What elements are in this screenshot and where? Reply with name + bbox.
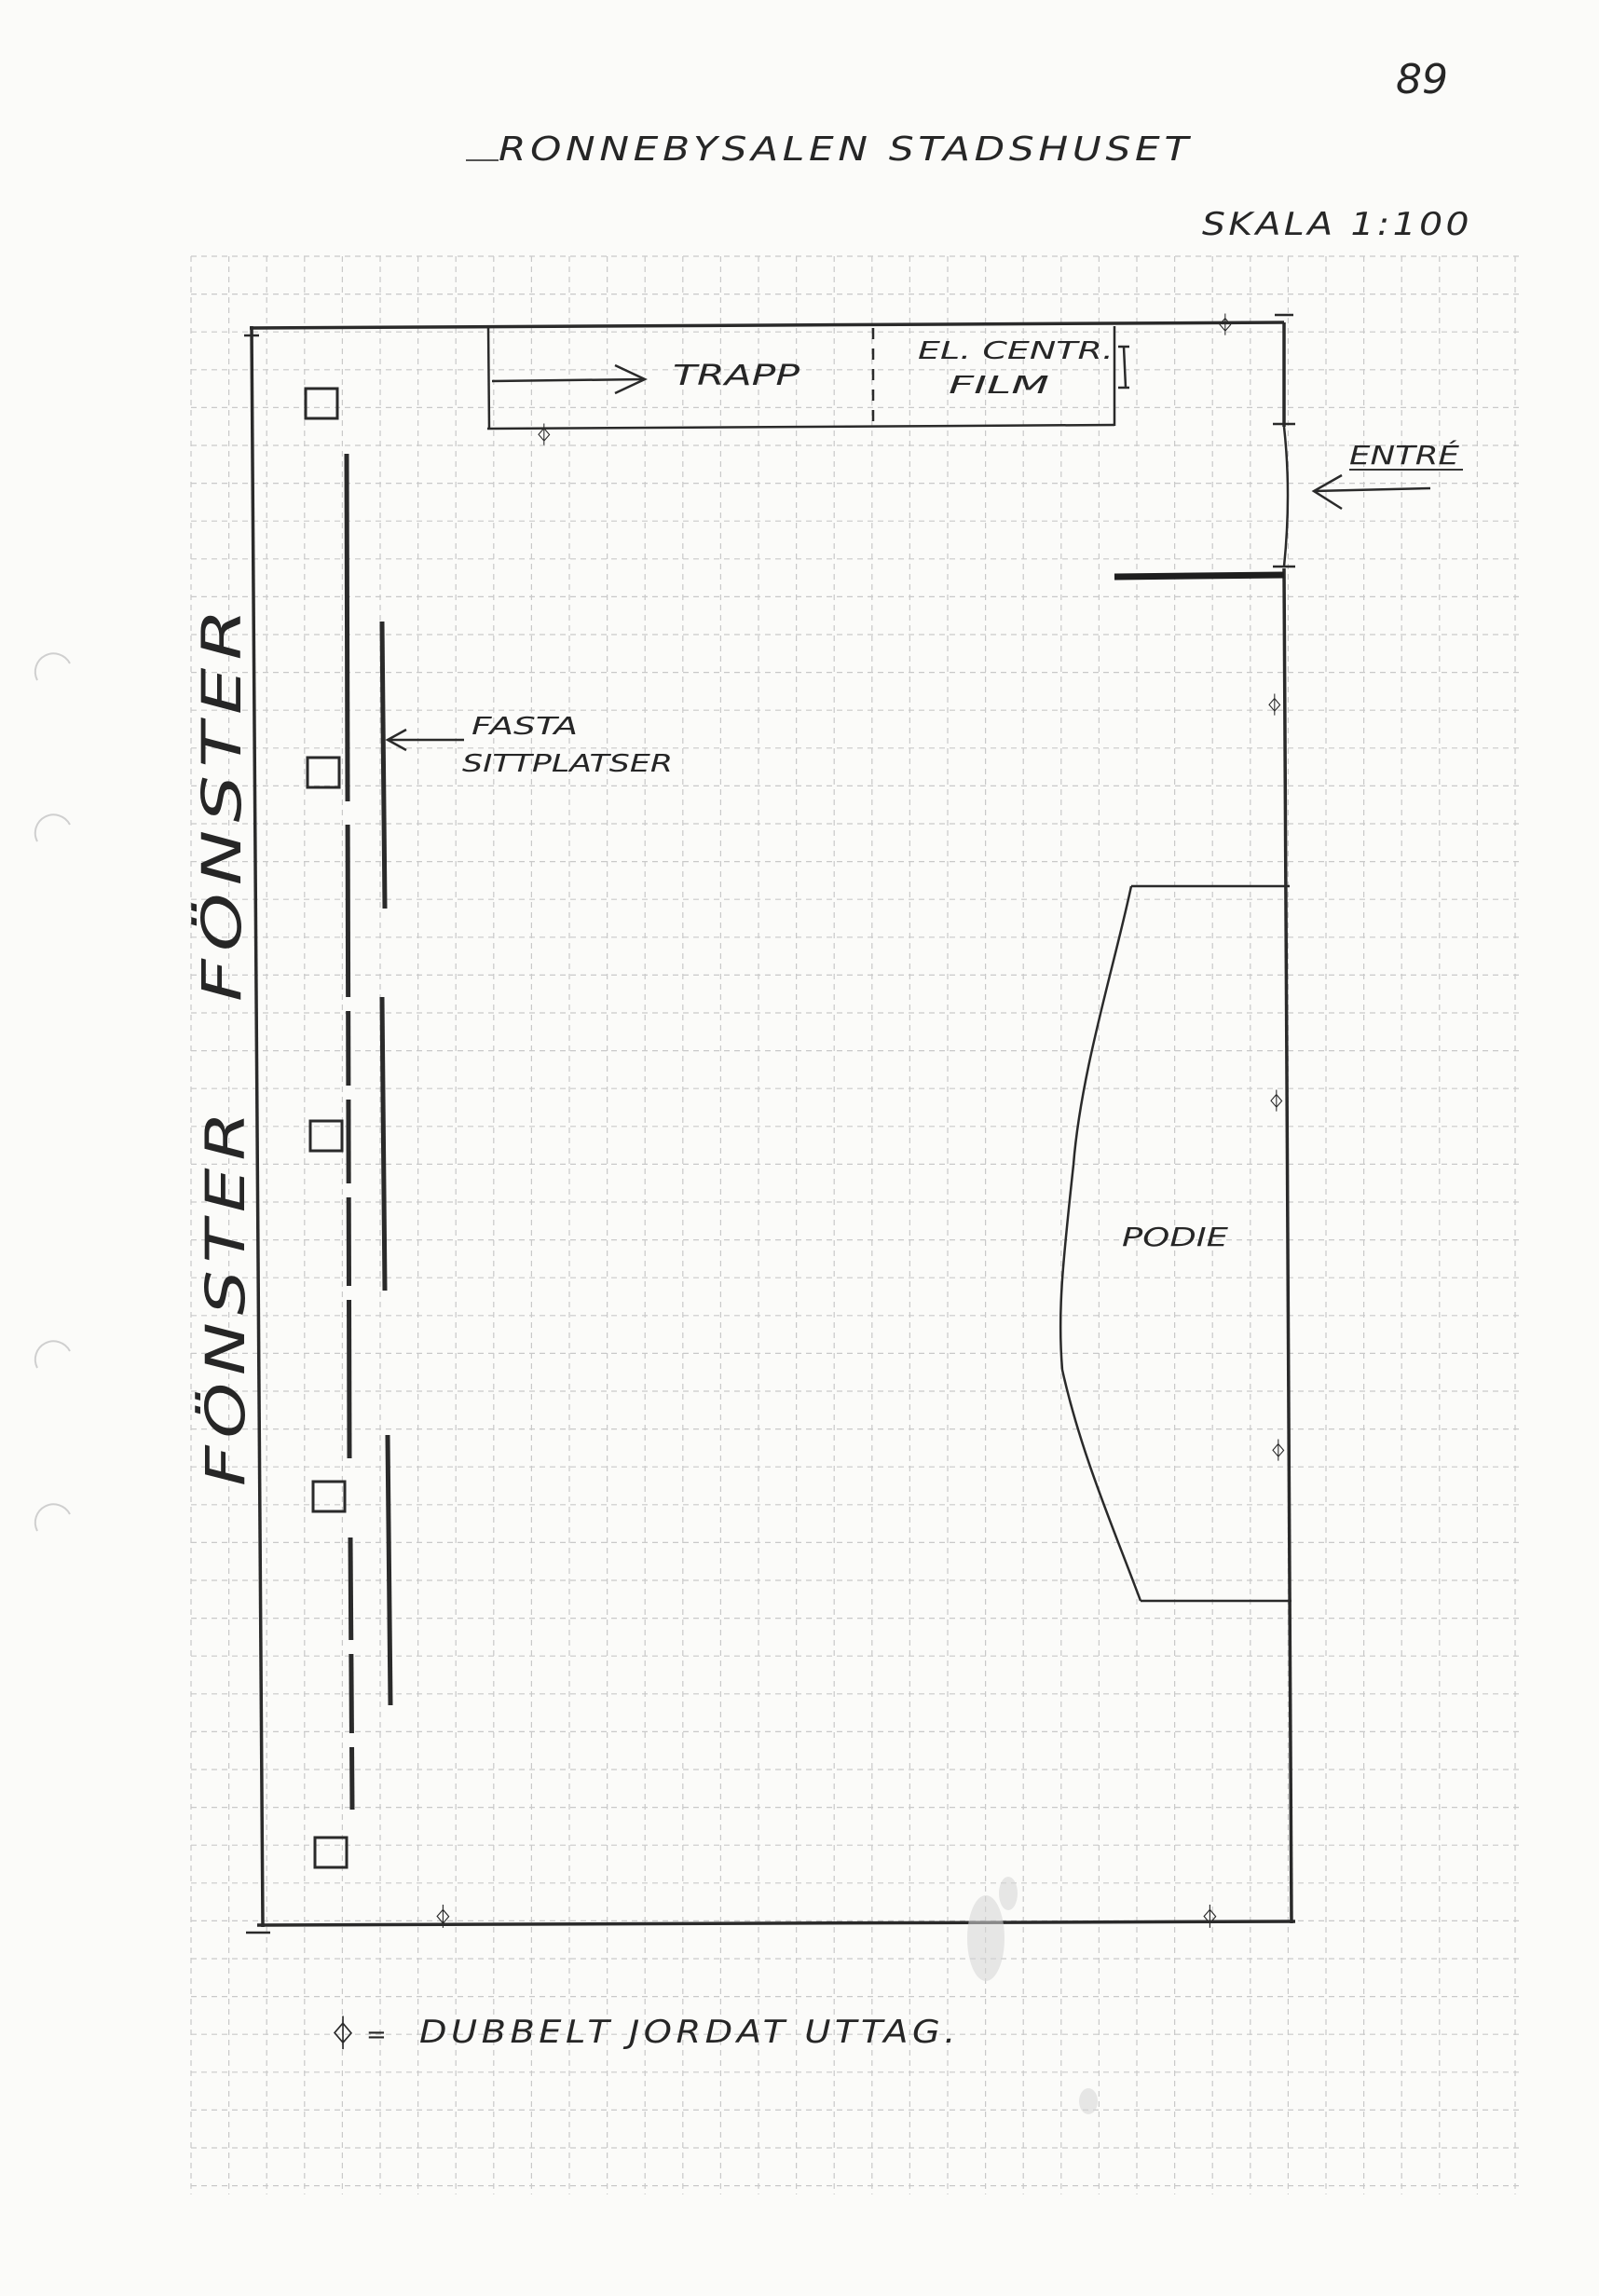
legend-symbol: ᛄ — [332, 2012, 354, 2055]
stair-room-block — [486, 325, 1116, 430]
electrical-label: EL. CENTR. — [918, 337, 1114, 365]
outlet-symbol: ᛄ — [1202, 1901, 1218, 1932]
window-gaps — [344, 801, 355, 1747]
stage-label: PODIE — [1122, 1222, 1228, 1252]
stage-outline — [1059, 884, 1292, 1603]
fixed-seating-label-line2: SITTPLATSER — [462, 750, 673, 778]
entrance-opening — [1114, 422, 1295, 581]
column — [311, 1480, 347, 1513]
outlet-symbol: ᛄ — [435, 1901, 451, 1932]
window-label-lower: FÖNSTER — [194, 1104, 257, 1486]
scale-label: SKALA 1:100 — [1202, 206, 1472, 243]
legend-description: DUBBELT JORDAT UTTAG. — [419, 2014, 960, 2051]
legend-equals: = — [366, 2021, 387, 2049]
outlet-symbol: ᛄ — [537, 421, 552, 449]
column — [306, 756, 341, 789]
column — [313, 1836, 348, 1869]
drawing-title: RONNEBYSALEN STADSHUSET — [499, 130, 1193, 169]
room-outline — [244, 313, 1296, 1934]
outlet-symbols: ᛄ ᛄ ᛄ ᛄ ᛄ ᛄ ᛄ — [435, 311, 1286, 1932]
paper-stain — [967, 1877, 1098, 2114]
stair-arrow — [491, 363, 648, 395]
stairs-label: TRAPP — [673, 360, 800, 392]
film-label: FILM — [949, 372, 1049, 400]
binder-holes — [34, 652, 71, 1532]
column — [304, 387, 339, 420]
entrance-label: ENTRÉ — [1349, 439, 1459, 471]
graph-paper-grid — [190, 255, 1521, 2194]
entrance-arrow — [1311, 473, 1431, 511]
entrance-partition-wall — [1114, 571, 1285, 581]
columns — [304, 387, 348, 1869]
dimension-mark — [1118, 345, 1129, 390]
column — [308, 1119, 344, 1153]
seating-leader-arrow — [385, 728, 464, 752]
page-number: 89 — [1396, 56, 1448, 103]
outlet-symbol: ᛄ — [1271, 1437, 1286, 1465]
outlet-symbol: ᛄ — [1267, 691, 1282, 719]
window-label-upper: FÖNSTER — [190, 601, 253, 1002]
fixed-seating-label-line1: FASTA — [472, 713, 578, 741]
outlet-symbol: ᛄ — [1218, 311, 1233, 339]
fixed-seating-rows — [379, 621, 393, 1706]
window-wall-line — [344, 453, 355, 1811]
outlet-symbol: ᛄ — [1269, 1087, 1284, 1115]
